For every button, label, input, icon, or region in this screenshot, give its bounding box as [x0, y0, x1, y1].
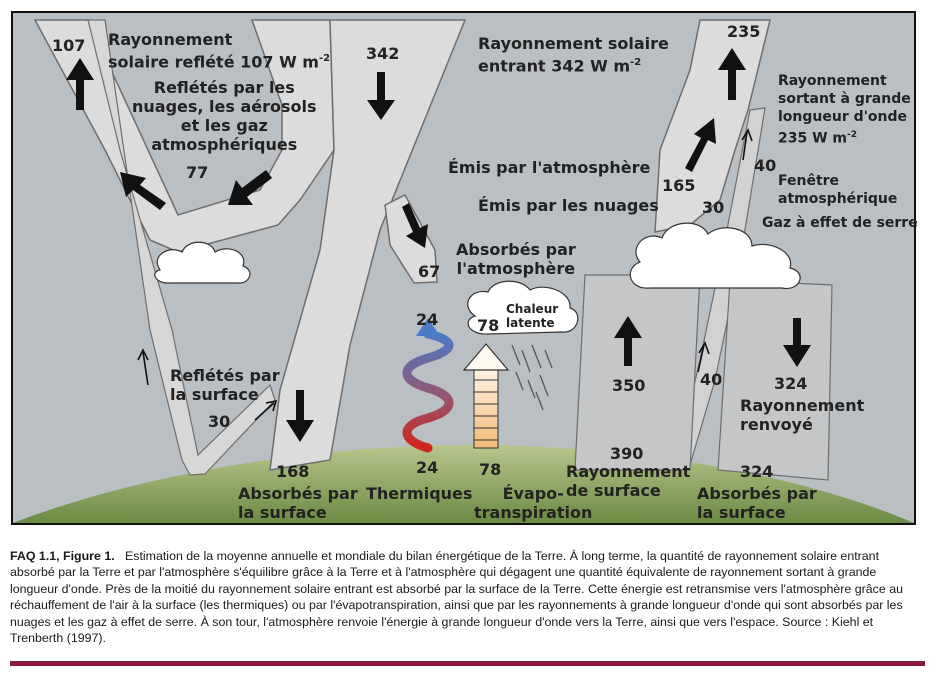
window-value: 40: [754, 156, 777, 175]
rain-icon: [511, 344, 553, 411]
cloud-icon: [154, 241, 251, 284]
latent-top-value: 78: [477, 316, 500, 335]
window-label: Fenêtre atmosphérique: [778, 173, 898, 207]
arrow-down-324: [783, 318, 811, 367]
surface-radiation-column: [574, 274, 701, 471]
reflected-solar-value: 107: [52, 36, 86, 55]
outgoing-value: 235: [727, 22, 761, 41]
caption-text: Estimation de la moyenne annuelle et mon…: [10, 549, 903, 646]
cloud-icon: [629, 222, 801, 290]
caption-rule: [10, 661, 925, 666]
reflected-surface-value: 30: [208, 412, 231, 431]
emitted-atmosphere-label: Émis par l'atmosphère: [448, 158, 651, 177]
reflected-surface-title: Reflétés par la surface: [170, 366, 280, 404]
surface-radiation-bottom-value: 390: [610, 444, 644, 463]
thermals-title: Thermiques: [366, 484, 473, 503]
energy-budget-diagram: 107 Rayonnement solaire reflété 107 W m-…: [11, 11, 918, 525]
back-absorbed-title: Absorbés par la surface: [697, 484, 817, 522]
wavy-arrow-icon: [402, 318, 454, 453]
diagram-canvas: [11, 11, 916, 525]
emitted-clouds-label: Émis par les nuages: [478, 196, 659, 215]
reflected-solar-title: Rayonnement solaire reflété 107 W m-2: [108, 30, 331, 72]
arrow-up-107: [66, 58, 94, 110]
reflected-clouds-title: Reflétés par les nuages, les aérosols et…: [132, 78, 317, 154]
arrow-down-168: [286, 390, 314, 442]
greenhouse-label: Gaz à effet de serre: [762, 215, 918, 231]
surface-reflection-beam: [87, 19, 276, 476]
window-bottom-value: 40: [700, 370, 723, 389]
arrow-upleft-77-b: [120, 172, 166, 210]
evapo-value: 78: [479, 460, 502, 479]
absorbed-atmosphere-value: 67: [418, 262, 441, 281]
arrow-up-165: [685, 118, 716, 172]
thin-arrows: [137, 128, 753, 421]
arrow-up-350: [614, 316, 642, 366]
back-radiation-title: Rayonnement renvoyé: [740, 396, 865, 434]
evapo-arrow: [462, 343, 510, 449]
figure-caption: FAQ 1.1, Figure 1. Estimation de la moye…: [10, 548, 925, 646]
reflected-solar-exponent: -2: [318, 53, 331, 64]
incoming-value: 342: [366, 44, 400, 63]
incoming-solar-beam: [269, 19, 467, 471]
thermals-bottom-value: 24: [416, 458, 439, 477]
incoming-title: Rayonnement solaire entrant 342 W m-2: [478, 34, 669, 76]
surface-radiation-title: Rayonnement de surface: [566, 462, 691, 500]
arrow-up-235: [718, 48, 746, 100]
evapo-title: Évapo- transpiration: [474, 484, 593, 522]
outgoing-title: Rayonnement sortant à grande longueur d'…: [778, 73, 911, 147]
emitted-clouds-value: 30: [702, 198, 725, 217]
cloud-icon: [467, 280, 579, 335]
absorbed-surface-title: Absorbés par la surface: [238, 484, 358, 522]
incoming-exponent: -2: [630, 57, 642, 68]
emitted-atmosphere-value: 165: [662, 176, 696, 195]
reflected-clouds-value: 77: [186, 163, 209, 182]
absorbed-surface-value: 168: [276, 462, 310, 481]
latent-heat-label: Chaleur latente: [506, 302, 559, 330]
arrow-left-77-a: [228, 170, 272, 205]
arrow-down-342: [367, 72, 395, 120]
thermals-top-value: 24: [416, 310, 439, 329]
back-absorbed-value: 324: [740, 462, 774, 481]
back-radiation-mid-value: 324: [774, 374, 808, 393]
flow-arrows: [66, 48, 811, 442]
outgoing-exponent: -2: [847, 130, 858, 140]
caption-reference: FAQ 1.1, Figure 1.: [10, 549, 115, 563]
arrow-down-67: [402, 203, 428, 248]
surface-radiation-mid-value: 350: [612, 376, 646, 395]
absorbed-atmosphere-title: Absorbés par l'atmosphère: [456, 240, 576, 278]
